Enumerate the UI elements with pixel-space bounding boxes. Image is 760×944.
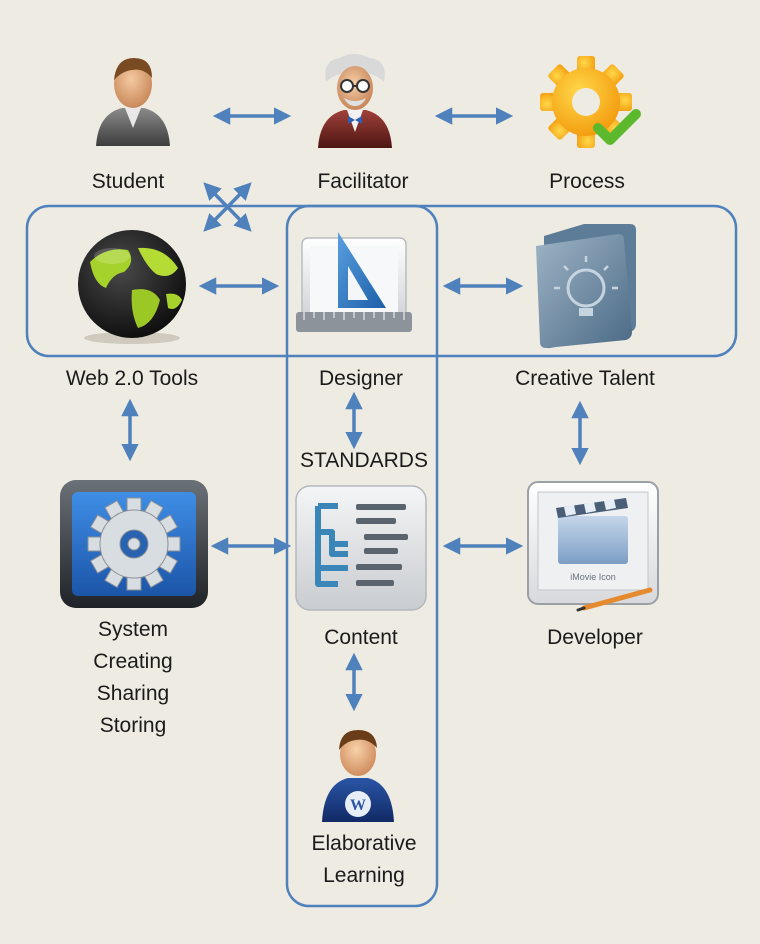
node-label-content: Content	[324, 626, 398, 649]
folder-lightbulb-icon	[536, 224, 636, 349]
node-label-elaborative-learning: Elaborative Learning	[290, 828, 438, 892]
node-label-system: System Creating Sharing Storing	[58, 614, 208, 742]
student-person-icon	[96, 58, 170, 146]
node-label-designer: Designer	[318, 367, 404, 390]
system-line-1: System	[97, 618, 168, 641]
tree-list-icon	[295, 485, 427, 611]
node-label-process: Process	[549, 170, 625, 193]
system-gears-icon	[60, 480, 208, 608]
wordpress-user-icon: W	[322, 730, 394, 822]
arrow-cross-diag-b	[203, 182, 252, 232]
elaborative-line-1: Elaborative	[311, 832, 417, 855]
system-line-4: Storing	[99, 714, 167, 737]
gear-check-icon	[540, 56, 641, 148]
system-line-3: Sharing	[96, 682, 170, 705]
globe-icon	[78, 230, 186, 344]
node-label-developer: Developer	[547, 626, 643, 649]
svg-text:W: W	[350, 797, 366, 814]
node-label-creative-talent: Creative Talent	[515, 367, 655, 390]
professor-icon	[318, 54, 392, 148]
developer-icon-caption: iMovie Icon	[570, 572, 616, 582]
node-label-web-tools: Web 2.0 Tools	[65, 367, 199, 390]
node-label-student: Student	[91, 170, 165, 193]
node-label-standards: STANDARDS	[300, 449, 428, 472]
node-label-facilitator: Facilitator	[317, 170, 409, 193]
vertical-frame	[285, 204, 439, 908]
system-line-2: Creating	[93, 650, 173, 673]
set-square-ruler-icon	[296, 232, 412, 332]
elaborative-line-2: Learning	[323, 864, 405, 887]
imovie-clapper-icon: iMovie Icon	[527, 481, 659, 612]
